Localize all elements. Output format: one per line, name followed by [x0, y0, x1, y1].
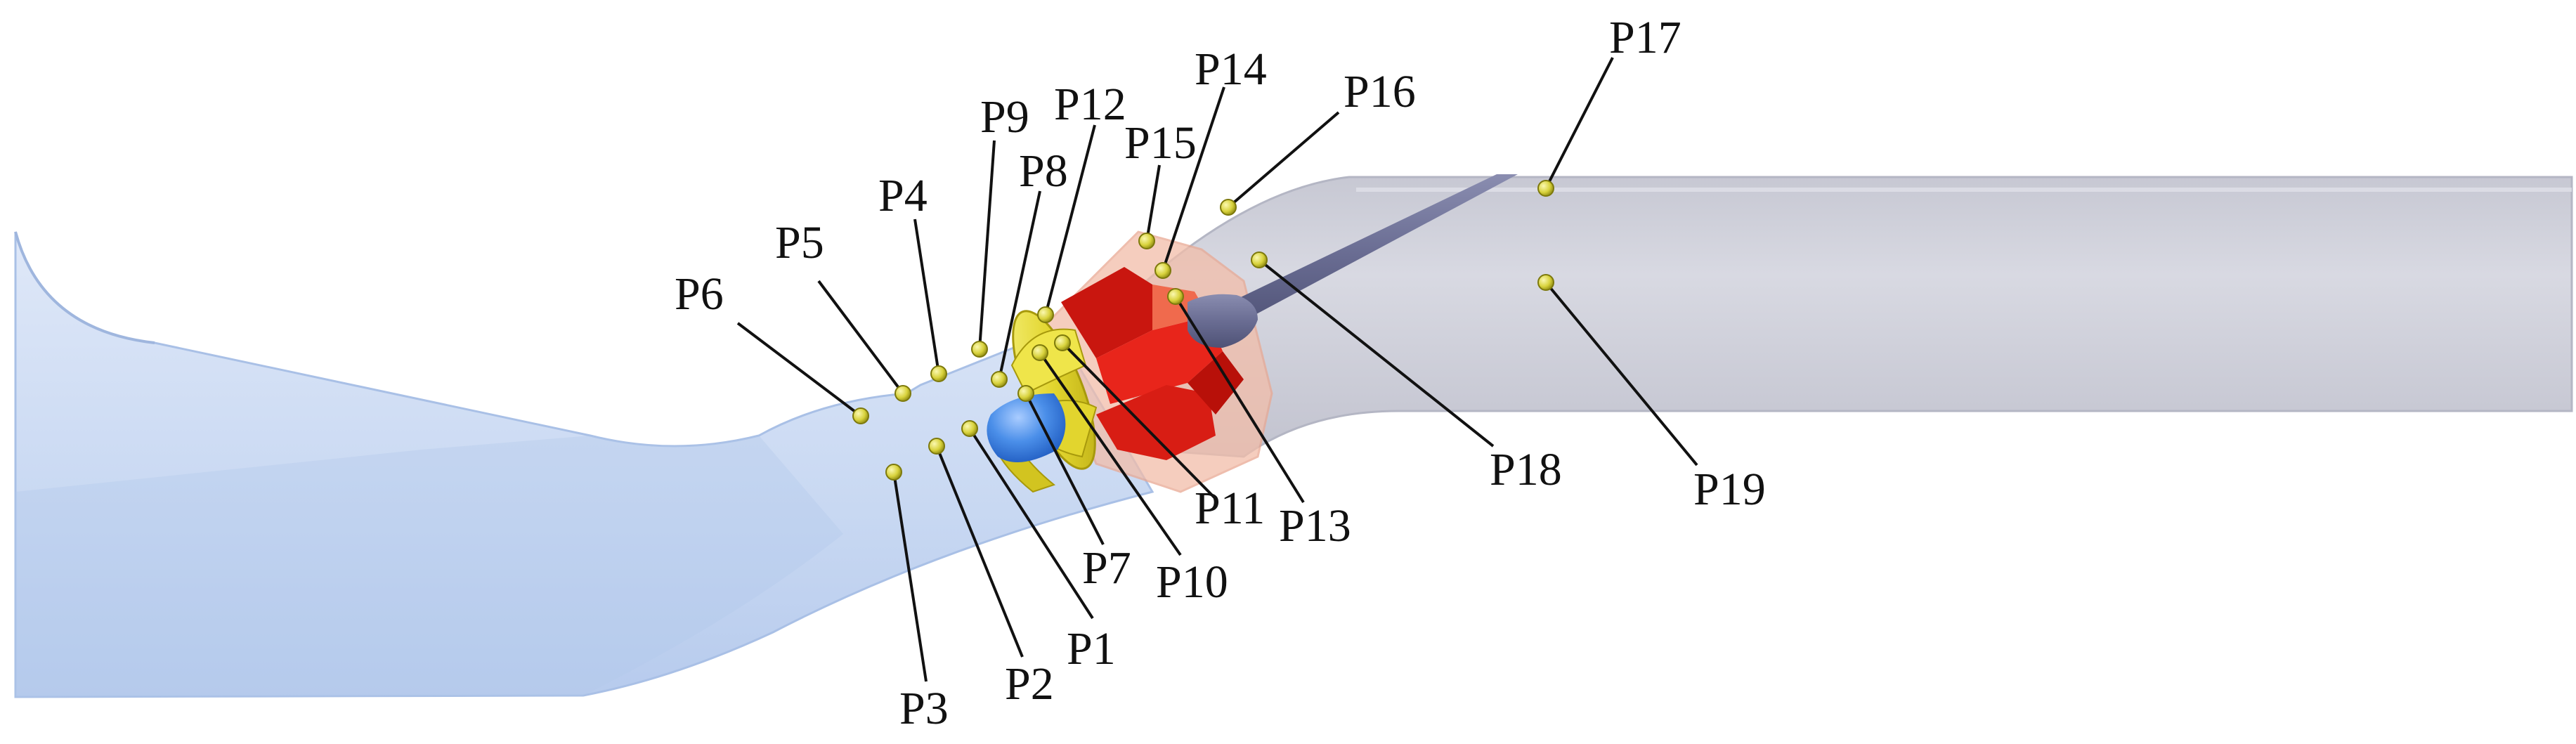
guide-vane	[1096, 316, 1223, 404]
monitoring-point-p2	[928, 438, 945, 455]
monitoring-point-p11	[1054, 334, 1071, 351]
leader-lines	[736, 57, 1698, 682]
leader-line-p17	[1544, 57, 1614, 189]
monitoring-point-p9	[971, 341, 988, 358]
leader-line-p4	[913, 218, 940, 374]
point-label-p16: P16	[1344, 66, 1416, 117]
monitoring-point-p3	[885, 464, 902, 481]
point-label-p17: P17	[1609, 12, 1681, 63]
leader-line-p2	[935, 445, 1024, 658]
point-label-p13: P13	[1279, 500, 1351, 552]
monitoring-point-p1	[961, 420, 978, 437]
outlet-pipe	[1109, 176, 2573, 458]
leader-line-p18	[1258, 259, 1495, 448]
monitoring-point-p7	[1017, 385, 1034, 402]
leader-line-p7	[1024, 393, 1105, 545]
point-label-p5: P5	[775, 217, 824, 268]
point-label-p15: P15	[1124, 117, 1197, 169]
guide-vane-assembly	[1061, 267, 1244, 460]
leader-line-p16	[1227, 111, 1340, 209]
point-label-p19: P19	[1693, 464, 1766, 515]
monitoring-point-p13	[1167, 288, 1184, 305]
monitoring-points	[852, 180, 1554, 481]
monitoring-point-p14	[1154, 262, 1171, 279]
leader-line-p1	[968, 427, 1094, 620]
leader-line-p14	[1162, 86, 1225, 271]
inlet-duct-edge	[14, 231, 155, 344]
monitoring-point-p18	[1251, 252, 1268, 268]
monitoring-point-p17	[1537, 180, 1554, 197]
monitoring-point-p8	[991, 371, 1008, 388]
guide-vane	[1061, 267, 1152, 358]
monitoring-point-p6	[852, 407, 869, 424]
leader-line-p8	[998, 190, 1041, 380]
hub-cone	[987, 393, 1066, 462]
leader-line-p13	[1174, 295, 1305, 504]
pump-shaft	[1209, 174, 1518, 330]
point-label-p11: P11	[1195, 483, 1265, 534]
point-label-p3: P3	[899, 683, 949, 734]
point-labels: P1P2P3P4P5P6P7P8P9P10P11P12P13P14P15P16P…	[675, 12, 1766, 734]
leader-line-p6	[736, 322, 862, 417]
inlet-duct-shading	[15, 436, 843, 697]
shaft-coupling	[1188, 294, 1258, 348]
point-label-p4: P4	[878, 170, 928, 221]
monitoring-point-p19	[1537, 274, 1554, 291]
leader-line-p5	[817, 280, 904, 395]
leader-line-p3	[892, 471, 928, 682]
monitoring-point-p16	[1220, 199, 1237, 216]
monitoring-point-p15	[1138, 233, 1155, 249]
point-label-p18: P18	[1490, 444, 1562, 495]
point-label-p14: P14	[1195, 44, 1267, 95]
point-label-p2: P2	[1005, 658, 1054, 710]
monitoring-point-p4	[930, 365, 947, 382]
point-label-p8: P8	[1019, 145, 1068, 197]
point-label-p10: P10	[1156, 556, 1228, 608]
monitoring-point-p10	[1032, 344, 1048, 361]
leader-line-p12	[1044, 124, 1096, 315]
leader-line-p19	[1544, 281, 1698, 466]
point-label-p7: P7	[1082, 542, 1131, 594]
point-label-p1: P1	[1067, 623, 1116, 674]
guide-vane	[1188, 351, 1244, 415]
monitoring-point-p5	[895, 385, 911, 402]
point-label-p12: P12	[1054, 79, 1126, 130]
leader-line-p15	[1145, 164, 1161, 242]
point-label-p6: P6	[675, 268, 724, 320]
leader-line-p10	[1039, 351, 1182, 556]
leader-line-p9	[978, 140, 996, 350]
monitoring-point-p12	[1037, 306, 1054, 323]
point-label-p9: P9	[980, 91, 1029, 143]
leader-line-p11	[1061, 341, 1217, 500]
guide-vane	[1096, 385, 1216, 460]
